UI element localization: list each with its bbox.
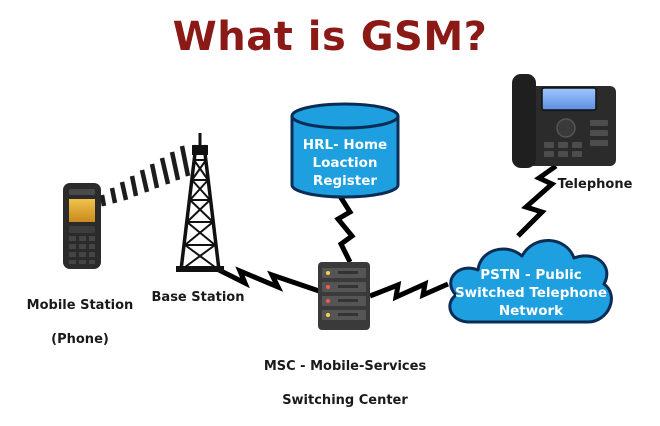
mobile-phone-icon [63, 183, 101, 269]
mobile-station-label-line-2: (Phone) [51, 332, 109, 347]
link-msc-to-pstn [369, 279, 450, 302]
pstn-line-3: Network [498, 303, 564, 319]
base-station-label: Base Station [151, 290, 245, 305]
telephone-label: Telephone [557, 177, 633, 192]
hrl-line-2: Loaction [312, 155, 378, 171]
pstn-node-text: PSTN - Public Switched Telephone Network [448, 266, 614, 320]
gsm-diagram: What is GSM? [20, 14, 633, 408]
diagram-canvas [63, 74, 616, 330]
msc-label-line-1: MSC - Mobile-Services [263, 359, 427, 374]
link-base-to-msc [213, 265, 323, 295]
mobile-station-label: Mobile Station (Phone) [20, 280, 140, 365]
hrl-node-text: HRL- Home Loaction Register [292, 136, 398, 190]
hrl-line-1: HRL- Home [302, 137, 388, 153]
page-title: What is GSM? [172, 14, 488, 60]
radio-signal-beam [94, 140, 196, 208]
msc-label: MSC - Mobile-Services Switching Center [250, 341, 440, 426]
desk-telephone-icon [512, 74, 616, 168]
link-msc-to-hrl [334, 191, 356, 264]
pstn-line-2: Switched Telephone [454, 285, 608, 301]
database-cylinder-icon [290, 102, 400, 199]
link-pstn-to-telephone [516, 163, 558, 238]
antenna-tower-icon [176, 133, 224, 272]
cloud-icon [448, 239, 613, 324]
hrl-line-3: Register [312, 173, 378, 189]
pstn-line-1: PSTN - Public [480, 267, 582, 283]
server-icon [318, 262, 370, 330]
msc-label-line-2: Switching Center [282, 393, 408, 408]
mobile-station-label-line-1: Mobile Station [26, 298, 134, 313]
